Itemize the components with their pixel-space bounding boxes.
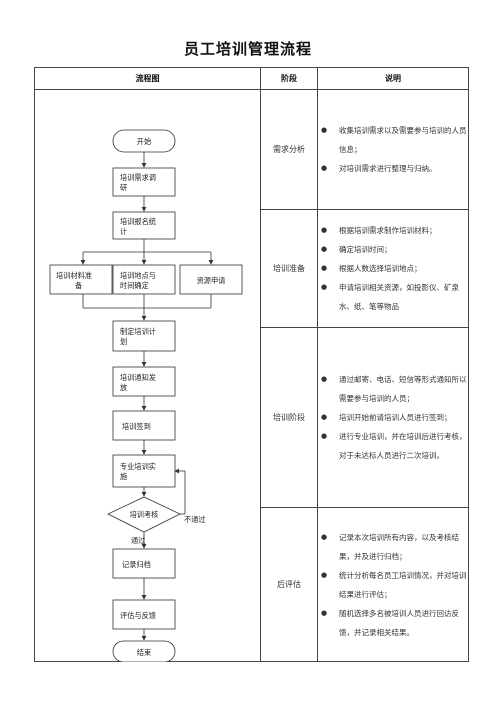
table-row: 培训阶段 ●通过邮寄、电话、短信等形式通知所以需要参与培训的人员； ●培训开始前…: [35, 327, 469, 508]
bullet-icon: ●: [321, 375, 328, 383]
stage-cell: 后评估: [260, 507, 318, 662]
description-cell: ●根据培训需求制作培训材料； ●确定培训时间； ●根据人数选择培训地点； ●申请…: [317, 209, 469, 328]
stage-cell: 培训阶段: [260, 327, 318, 508]
svg-text:备: 备: [75, 281, 82, 290]
list-item: ●根据人数选择培训地点；: [318, 259, 468, 278]
description-cell: ●通过邮寄、电话、短信等形式通知所以需要参与培训的人员； ●培训开始前请培训人员…: [317, 327, 469, 508]
svg-text:培训通知发: 培训通知发: [120, 373, 156, 382]
node-exam: 培训考核: [107, 496, 181, 533]
bullet-icon: ●: [321, 413, 328, 421]
bullet-icon: ●: [321, 283, 328, 291]
header-desc: 说明: [317, 67, 469, 90]
svg-text:记录归档: 记录归档: [122, 560, 151, 569]
bullet-icon: ●: [321, 245, 328, 253]
table-row: 后评估 ●记录本次培训所有内容，以及考核结果，并及进行归档； ●统计分析每名员工…: [35, 507, 469, 662]
svg-text:结束: 结束: [137, 648, 151, 657]
node-evaluate: 评估与反馈: [112, 599, 176, 630]
list-item: ●统计分析每名员工培训情况，并对培训结果进行评估；: [318, 566, 468, 604]
svg-text:培训材料准: 培训材料准: [56, 271, 92, 280]
node-materials: 培训材料准 备: [49, 264, 113, 295]
svg-text:评估与反馈: 评估与反馈: [120, 611, 156, 620]
svg-text:培训需求调: 培训需求调: [120, 173, 156, 182]
description-cell: ●记录本次培训所有内容，以及考核结果，并及进行归档； ●统计分析每名员工培训情况…: [317, 507, 469, 662]
svg-text:培训地点与: 培训地点与: [120, 271, 156, 280]
svg-text:开始: 开始: [137, 137, 151, 146]
list-item: ●随机选择多名被培训人员进行回访反馈，并记录相关结果。: [318, 604, 468, 642]
svg-text:培训考核: 培训考核: [130, 510, 159, 519]
list-item: ●记录本次培训所有内容，以及考核结果，并及进行归档；: [318, 528, 468, 566]
table-row: 培训准备 ●根据培训需求制作培训材料； ●确定培训时间； ●根据人数选择培训地点…: [35, 209, 469, 328]
svg-text:放: 放: [120, 383, 127, 392]
label-fail: 不通过: [184, 515, 206, 524]
bullet-icon: ●: [321, 432, 328, 440]
list-item: ●根据培训需求制作培训材料；: [318, 221, 468, 240]
header-stage: 阶段: [260, 67, 318, 90]
bullet-icon: ●: [321, 608, 328, 617]
node-implement: 专业培训实 施: [112, 454, 176, 488]
svg-text:制定培训计: 制定培训计: [120, 327, 156, 336]
bullet-icon: ●: [321, 164, 328, 172]
label-pass: 通过: [131, 536, 145, 545]
list-item: ●对培训需求进行整理与归纳。: [318, 159, 468, 178]
flowchart: 开始 培训需求调 研 培训报名统 计 培训材料准 备: [49, 129, 243, 662]
node-end: 结束: [112, 640, 176, 662]
list-item: ●收集培训需求以及需要参与培训的人员信息；: [318, 121, 468, 159]
svg-text:计: 计: [120, 227, 127, 236]
page-title: 员工培训管理流程: [183, 40, 312, 58]
svg-text:专业培训实: 专业培训实: [120, 462, 156, 471]
process-table: 流程图 阶段 说明: [34, 67, 469, 662]
node-archive: 记录归档: [112, 548, 176, 579]
list-item: ●培训开始前请培训人员进行签到；: [318, 408, 468, 427]
bullet-icon: ●: [321, 532, 328, 541]
bullet-icon: ●: [321, 570, 328, 579]
bullet-icon: ●: [321, 264, 328, 272]
node-signin: 培训签到: [112, 410, 176, 441]
node-location-time: 培训地点与 时间确定: [112, 264, 176, 295]
svg-text:时间确定: 时间确定: [120, 281, 149, 290]
list-item: ●申请培训相关资源，如投影仪、矿泉水、纸、笔等物品: [318, 278, 468, 316]
node-enrollment-stats: 培训报名统 计: [112, 211, 176, 240]
node-apply: 资源申请: [179, 264, 243, 295]
list-item: ●确定培训时间；: [318, 240, 468, 259]
node-start: 开始: [112, 129, 176, 153]
node-notice: 培训通知发 放: [112, 366, 176, 397]
svg-text:培训报名统: 培训报名统: [120, 217, 156, 226]
flowchart-cell: 开始 培训需求调 研 培训报名统 计 培训材料准 备: [34, 89, 261, 662]
svg-text:研: 研: [120, 183, 127, 192]
bullet-icon: ●: [321, 226, 328, 234]
svg-text:培训签到: 培训签到: [122, 422, 151, 431]
svg-text:划: 划: [120, 337, 127, 346]
stage-cell: 需求分析: [260, 89, 318, 210]
node-plan: 制定培训计 划: [112, 320, 176, 352]
table-header-row: 流程图 阶段 说明: [34, 67, 469, 90]
stage-cell: 培训准备: [260, 209, 318, 328]
list-item: ●通过邮寄、电话、短信等形式通知所以需要参与培训的人员；: [318, 370, 468, 408]
header-flow: 流程图: [34, 67, 261, 90]
description-cell: ●收集培训需求以及需要参与培训的人员信息； ●对培训需求进行整理与归纳。: [317, 89, 469, 210]
list-item: ●进行专业培训，并在培训后进行考核，对于未达标人员进行二次培训。: [318, 427, 468, 465]
table-row: 开始 培训需求调 研 培训报名统 计 培训材料准 备: [34, 89, 469, 662]
svg-text:施: 施: [120, 472, 127, 481]
svg-text:资源申请: 资源申请: [197, 276, 226, 285]
node-needs-research: 培训需求调 研: [112, 167, 176, 197]
bullet-icon: ●: [321, 126, 328, 134]
